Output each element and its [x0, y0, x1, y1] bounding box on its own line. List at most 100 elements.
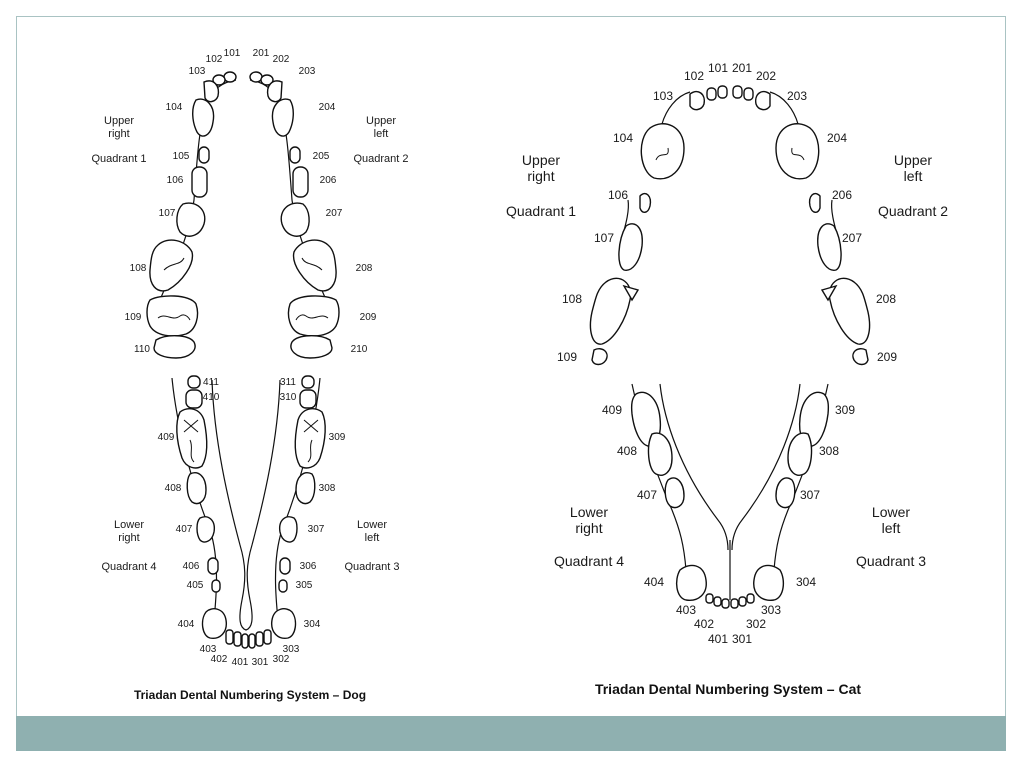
dog-q2-line2: left — [374, 128, 389, 140]
dog-tooth-403 — [225, 629, 234, 645]
label-dog-103: 103 — [189, 66, 206, 77]
label-dog-203: 203 — [299, 66, 316, 77]
label-dog-303: 303 — [283, 644, 300, 655]
cat-q3-line1: Lower — [872, 504, 910, 520]
label-cat-402: 402 — [694, 617, 714, 631]
label-dog-201: 201 — [253, 48, 270, 59]
label-dog-102: 102 — [206, 54, 223, 65]
label-cat-107: 107 — [594, 231, 614, 245]
cat-caption: Triadan Dental Numbering System – Cat — [595, 681, 861, 697]
dog-upper-jaw — [146, 71, 340, 359]
label-cat-207: 207 — [842, 231, 862, 245]
cat-tooth-204 — [775, 123, 820, 180]
dog-quadrant-labels: Upper right Quadrant 1 Upper left Quadra… — [91, 115, 408, 573]
label-cat-106: 106 — [608, 188, 628, 202]
dog-tooth-310 — [299, 389, 317, 409]
dog-tooth-411 — [187, 375, 201, 389]
dog-caption: Triadan Dental Numbering System – Dog — [134, 688, 366, 702]
cat-q4-quadrant: Quadrant 4 — [554, 553, 624, 569]
cat-tooth-206 — [808, 192, 821, 213]
label-dog-404: 404 — [178, 619, 195, 630]
cat-tooth-309 — [798, 391, 830, 447]
dog-tooth-306 — [279, 557, 291, 575]
cat-q2-quadrant: Quadrant 2 — [878, 203, 948, 219]
cat-tooth-102 — [706, 87, 717, 101]
cat-tooth-408 — [647, 432, 673, 476]
dog-tooth-107 — [176, 202, 206, 237]
dog-tooth-311 — [301, 375, 315, 389]
dog-tooth-206 — [292, 166, 309, 198]
dog-tooth-408 — [186, 472, 207, 505]
label-cat-202: 202 — [756, 69, 776, 83]
label-dog-106: 106 — [167, 175, 184, 186]
dog-tooth-209 — [287, 295, 340, 337]
label-cat-109: 109 — [557, 350, 577, 364]
label-dog-403: 403 — [200, 644, 217, 655]
cat-tooth-302 — [738, 596, 747, 607]
label-cat-408: 408 — [617, 444, 637, 458]
label-dog-204: 204 — [319, 102, 336, 113]
label-dog-206: 206 — [320, 175, 337, 186]
cat-tooth-401 — [721, 598, 730, 609]
label-dog-101: 101 — [224, 48, 241, 59]
label-dog-205: 205 — [313, 151, 330, 162]
dog-tooth-402 — [233, 631, 242, 647]
dog-tooth-103 — [203, 80, 220, 103]
label-dog-104: 104 — [166, 102, 183, 113]
label-dog-309: 309 — [329, 432, 346, 443]
cat-tooth-307 — [775, 477, 796, 509]
cat-tooth-202 — [743, 87, 754, 101]
cat-tooth-107 — [618, 223, 643, 271]
label-dog-406: 406 — [183, 561, 200, 572]
label-dog-402: 402 — [211, 654, 228, 665]
label-cat-201: 201 — [732, 61, 752, 75]
dog-tooth-106 — [191, 166, 208, 198]
label-cat-104: 104 — [613, 131, 633, 145]
dog-tooth-202 — [260, 74, 274, 86]
label-dog-409: 409 — [158, 432, 175, 443]
dog-tooth-105 — [198, 146, 210, 164]
label-cat-302: 302 — [746, 617, 766, 631]
dog-tooth-304 — [271, 608, 297, 639]
label-cat-403: 403 — [676, 603, 696, 617]
label-dog-305: 305 — [296, 580, 313, 591]
dog-tooth-407 — [196, 516, 215, 543]
cat-tooth-304 — [753, 564, 785, 601]
label-dog-107: 107 — [159, 208, 176, 219]
cat-upper-jaw — [589, 85, 871, 366]
footer-bar — [16, 716, 1006, 751]
dog-tooth-309 — [294, 408, 326, 469]
cat-tooth-303 — [746, 593, 755, 604]
label-dog-405: 405 — [187, 580, 204, 591]
dog-tooth-labels: 101 102 103 104 105 106 107 108 109 110 … — [125, 48, 377, 668]
dog-q1-line2: right — [108, 128, 129, 140]
cat-tooth-109 — [591, 348, 608, 366]
label-dog-408: 408 — [165, 483, 182, 494]
cat-q1-quadrant: Quadrant 1 — [506, 203, 576, 219]
cat-tooth-labels: 101 102 103 104 106 107 108 109 201 202 … — [557, 61, 897, 646]
cat-tooth-203 — [755, 90, 771, 111]
dog-tooth-101 — [223, 71, 237, 83]
dog-tooth-308 — [295, 472, 316, 505]
label-dog-108: 108 — [130, 263, 147, 274]
dog-lower-jaw — [171, 375, 326, 649]
cat-tooth-308 — [787, 432, 813, 476]
dog-tooth-405 — [211, 579, 221, 593]
cat-tooth-409 — [630, 391, 662, 447]
cat-tooth-301 — [730, 598, 739, 609]
label-cat-409: 409 — [602, 403, 622, 417]
label-dog-209: 209 — [360, 312, 377, 323]
label-dog-311: 311 — [280, 377, 296, 388]
dog-tooth-401 — [241, 633, 249, 649]
label-dog-208: 208 — [356, 263, 373, 274]
dog-q2-quadrant: Quadrant 2 — [353, 153, 408, 165]
dog-q3-line1: Lower — [357, 519, 387, 531]
dog-tooth-307 — [279, 516, 298, 543]
dog-q2-line1: Upper — [366, 115, 396, 127]
label-cat-204: 204 — [827, 131, 847, 145]
label-cat-209: 209 — [877, 350, 897, 364]
cat-tooth-201 — [732, 85, 743, 99]
label-dog-310: 310 — [280, 392, 297, 403]
cat-q1-line2: right — [527, 168, 554, 184]
dog-tooth-204 — [271, 98, 294, 137]
